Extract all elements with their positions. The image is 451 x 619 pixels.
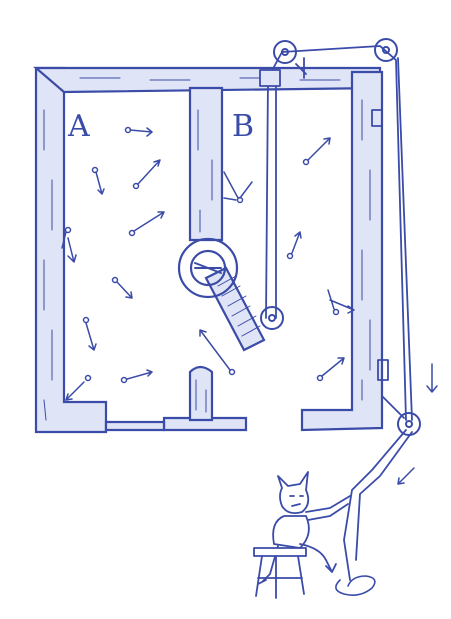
molecule-arrow-icon	[126, 128, 153, 137]
molecule-arrow-icon	[318, 358, 345, 381]
bottom-post	[190, 367, 212, 420]
molecule-arrow-icon	[288, 232, 302, 259]
pulleys	[261, 39, 420, 435]
pulley-wheel-icon	[375, 39, 397, 61]
demon-figure-icon	[258, 472, 350, 584]
rope-coil	[336, 576, 375, 595]
top-slot	[260, 70, 280, 86]
molecule-arrow-icon	[328, 290, 354, 315]
pulley-wheel-icon	[261, 307, 283, 329]
direction-arrows	[398, 364, 437, 484]
molecule-arrow-icon	[224, 172, 252, 203]
pulley-wheel-icon	[398, 413, 420, 435]
stool-icon	[254, 548, 306, 598]
molecule-arrow-icon	[130, 212, 165, 236]
molecule-arrow-icon	[113, 278, 133, 299]
right-wall	[302, 72, 382, 430]
molecule-arrow-icon	[93, 168, 105, 195]
molecule-arrow-icon	[66, 376, 91, 401]
molecule-arrow-icon	[122, 370, 153, 383]
center-divider	[190, 88, 222, 240]
pivot-lever	[179, 239, 264, 350]
chamber-label-b: B	[232, 109, 254, 144]
molecule-arrow-icon	[134, 160, 161, 189]
chamber-label-a: A	[67, 109, 90, 144]
molecule-arrow-icon	[304, 138, 331, 165]
bottom-wall-left	[106, 422, 164, 430]
molecule-arrow-icon	[84, 318, 97, 351]
